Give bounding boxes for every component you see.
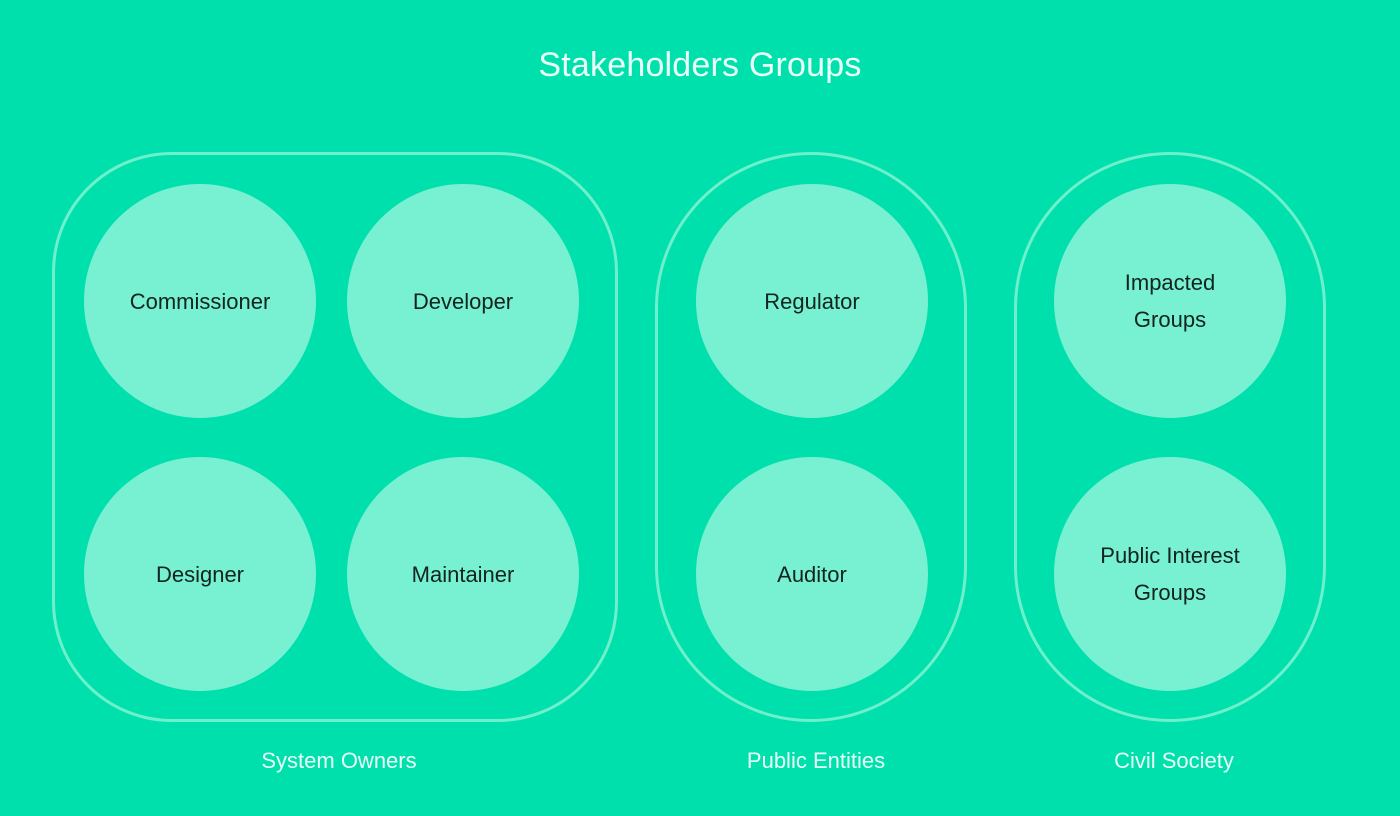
group-system-owners	[52, 152, 618, 722]
node-public-interest-groups: Public Interest Groups	[1054, 457, 1286, 691]
node-commissioner: Commissioner	[84, 184, 316, 418]
group-civil-society	[1014, 152, 1326, 722]
group-label-system-owners: System Owners	[261, 748, 417, 773]
group-public-entities	[655, 152, 967, 722]
node-developer: Developer	[347, 184, 579, 418]
node-impacted-groups: Impacted Groups	[1054, 184, 1286, 418]
node-designer: Designer	[84, 457, 316, 691]
node-regulator: Regulator	[696, 184, 928, 418]
node-maintainer: Maintainer	[347, 457, 579, 691]
node-auditor: Auditor	[696, 457, 928, 691]
diagram-title: Stakeholders Groups	[538, 46, 862, 84]
group-label-public-entities: Public Entities	[746, 748, 886, 773]
group-label-civil-society: Civil Society	[1114, 748, 1234, 773]
